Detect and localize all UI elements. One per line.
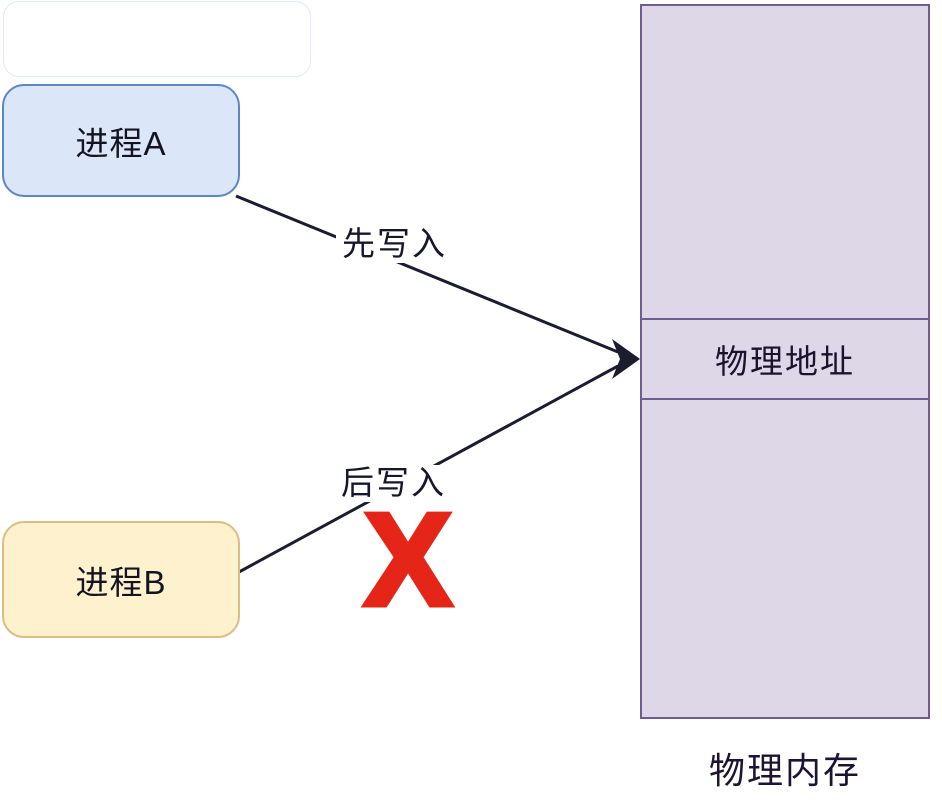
process-b-label: 进程B [75,563,167,601]
process-b-node: 进程B [2,521,240,638]
ghost-box [3,1,311,77]
conflict-x-mark: X [361,486,454,633]
memory-section-top [642,6,928,318]
edge-first-write-line [235,194,619,354]
memory-section-bottom [642,400,928,717]
process-a-node: 进程A [2,84,240,197]
physical-address-label: 物理地址 [715,343,855,380]
memory-title: 物理内存 [708,750,861,791]
physical-address-cell: 物理地址 [642,318,928,400]
process-a-label: 进程A [75,124,167,162]
edge-label-second-write: 后写入 [335,465,452,502]
memory-column: 物理地址 [640,4,930,719]
arrowhead-icon [612,339,640,379]
edge-label-first-write: 先写入 [336,226,453,263]
